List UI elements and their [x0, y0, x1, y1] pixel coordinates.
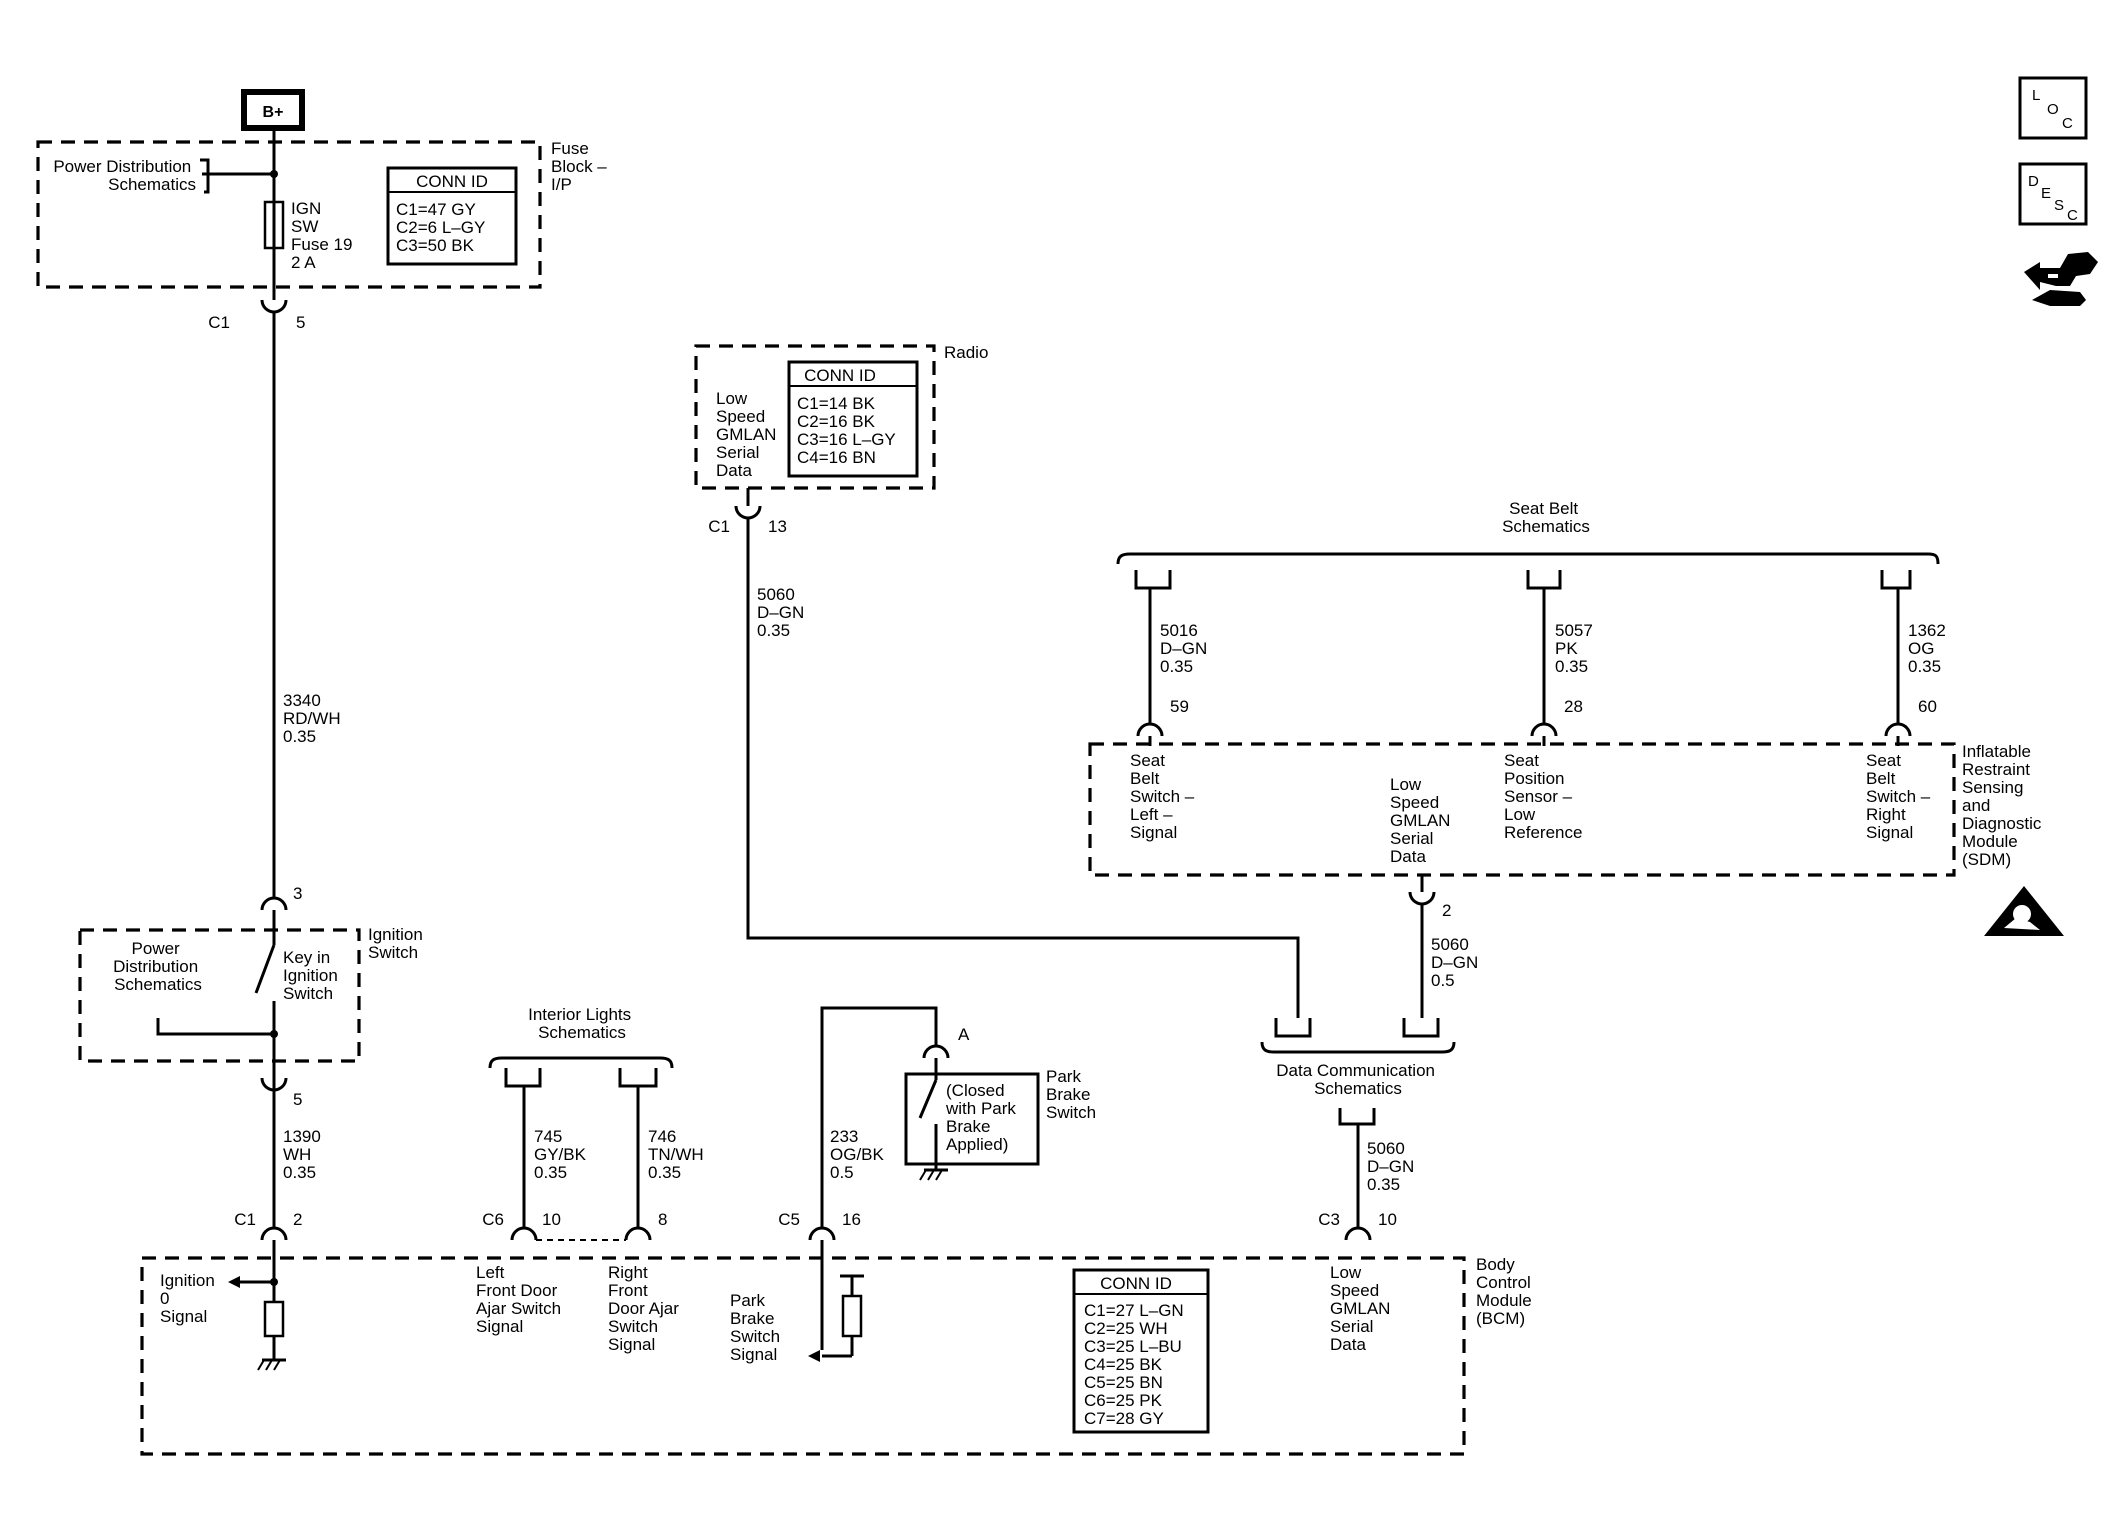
svg-text:E: E: [2041, 185, 2051, 202]
ignition-switch-name: Ignition Switch: [368, 925, 428, 962]
desc-icon[interactable]: D E S C: [2018, 162, 2088, 226]
svg-text:16: 16: [842, 1210, 861, 1229]
sdm-name: Inflatable Restraint Sensing and Diagnos…: [1962, 742, 2046, 869]
seat-belt-ref[interactable]: Seat Belt Schematics: [1116, 499, 1940, 590]
wire-5060-radio-label: 5060 D–GN 0.35: [757, 585, 809, 640]
wire-746-label: 746 TN/WH 0.35: [648, 1127, 708, 1182]
battery-terminal: B+: [241, 89, 305, 131]
ignition-switch-pin-out: 5: [293, 1090, 302, 1109]
bcm-ignition-label: Ignition 0 Signal: [160, 1271, 220, 1326]
wire-5060-sdm-label: 5060 D–GN 0.5: [1431, 935, 1483, 990]
svg-text:59: 59: [1170, 697, 1189, 716]
svg-text:CONN ID: CONN ID: [804, 366, 876, 385]
svg-text:B+: B+: [263, 104, 284, 121]
sdm-right-signal: Seat Belt Switch – Right Signal: [1866, 751, 1935, 842]
interior-lights-ref[interactable]: Interior Lights Schematics: [488, 1005, 674, 1088]
wire-745-label: 745 GY/BK 0.35: [534, 1127, 591, 1182]
bcm-right-door-label: Right Front Door Ajar Switch Signal: [608, 1263, 684, 1354]
svg-text:C1: C1: [708, 517, 730, 536]
fuse-block-ref[interactable]: Power Distribution Schematics: [53, 157, 196, 194]
svg-text:C3: C3: [1318, 1210, 1340, 1229]
bcm-module: Body Control Module (BCM) Ignition 0 Sig…: [140, 1240, 1537, 1456]
bcm-left-door-label: Left Front Door Ajar Switch Signal: [476, 1263, 566, 1336]
sdm-left-signal: Seat Belt Switch – Left – Signal: [1130, 751, 1199, 842]
svg-text:60: 60: [1918, 697, 1937, 716]
wire-5060-bcm-label: 5060 D–GN 0.35: [1367, 1139, 1419, 1194]
fuse-out-conn: C1: [208, 313, 230, 332]
park-brake-name: Park Brake Switch: [1046, 1067, 1096, 1122]
bcm-gmlan-label: Low Speed GMLAN Serial Data: [1330, 1263, 1395, 1354]
ignition-switch: Ignition Switch Power Distribution Schem…: [78, 910, 428, 1090]
svg-text:2: 2: [1442, 901, 1451, 920]
radio: Radio Low Speed GMLAN Serial Data CONN I…: [694, 343, 988, 536]
data-comm-ref[interactable]: Data Communication Schematics: [1260, 1018, 1456, 1126]
svg-text:Seat Belt Schematics: Seat Belt Schematics: [1502, 499, 1590, 536]
svg-text:S: S: [2054, 197, 2064, 214]
svg-text:C5: C5: [778, 1210, 800, 1229]
radio-conn-id: CONN ID C1=14 BK C2=16 BK C3=16 L–GY C4=…: [787, 360, 919, 478]
svg-text:CONN ID: CONN ID: [416, 172, 488, 191]
sdm-module: 59 28 60 Inflatable Restraint Sensing an…: [1088, 697, 2046, 877]
fuse-block-conn-id: CONN ID C1=47 GY C2=6 L–GY C3=50 BK: [386, 166, 518, 266]
svg-text:10: 10: [542, 1210, 561, 1229]
svg-text:13: 13: [768, 517, 787, 536]
svg-text:C: C: [2062, 115, 2073, 132]
park-brake-switch: A (Closed with Park Brake Applied) Park …: [820, 1006, 1096, 1228]
svg-text:D: D: [2028, 173, 2039, 190]
radio-signal-label: Low Speed GMLAN Serial Data: [716, 389, 781, 480]
sdm-position-label: Seat Position Sensor – Low Reference: [1504, 751, 1582, 842]
wire-233-label: 233 OG/BK 0.5: [830, 1127, 889, 1182]
wire-3340-label: 3340 RD/WH 0.35: [283, 691, 345, 746]
svg-text:L: L: [2032, 87, 2040, 104]
wire-5057-label: 5057 PK 0.35: [1555, 621, 1598, 676]
park-brake-note: (Closed with Park Brake Applied): [945, 1081, 1021, 1154]
bcm-name: Body Control Module (BCM): [1476, 1255, 1537, 1328]
wire-1390-label: 1390 WH 0.35: [283, 1127, 326, 1182]
svg-text:Data Communication Schem: Data Communication Schematics: [1276, 1061, 1439, 1098]
bcm-conn-id: CONN ID C1=27 L–GN C2=25 WH C3=25 L–BU C…: [1072, 1268, 1210, 1434]
svg-text:8: 8: [658, 1210, 667, 1229]
svg-text:O: O: [2047, 101, 2059, 118]
svg-text:C1=47 GY C2=6 L–GY: C1=47 GY C2=6 L–GY C3=50 BK: [396, 200, 490, 255]
svg-text:28: 28: [1564, 697, 1583, 716]
ignition-switch-contact: Key in Ignition Switch: [283, 948, 343, 1003]
sdm-gmlan-label: Low Speed GMLAN Serial Data: [1390, 775, 1455, 866]
svg-text:C1: C1: [234, 1210, 256, 1229]
radio-name: Radio: [944, 343, 988, 362]
svg-text:Interior Lights Schemati: Interior Lights Schematics: [528, 1005, 636, 1042]
fuse-block: Fuse Block – I/P Power Distribution Sche…: [36, 139, 611, 332]
bcm-park-brake-label: Park Brake Switch Signal: [730, 1291, 785, 1364]
fuse-block-name: Fuse Block – I/P: [551, 139, 611, 194]
wire-5016-label: 5016 D–GN 0.35: [1160, 621, 1212, 676]
loc-icon[interactable]: L O C: [2018, 76, 2088, 140]
svg-text:C1=27 L–GN C2=25 WH: C1=27 L–GN C2=25 WH C3=25 L–BU C4=25 BK …: [1084, 1301, 1188, 1428]
sdm-warning-icon[interactable]: [1984, 886, 2064, 936]
connector-view-icon[interactable]: [2024, 252, 2098, 306]
ignition-switch-ref[interactable]: Power Distribution Schematics: [113, 939, 203, 994]
svg-text:2: 2: [293, 1210, 302, 1229]
fuse-out-pin: 5: [296, 313, 305, 332]
wire-1362-label: 1362 OG 0.35: [1908, 621, 1951, 676]
svg-text:10: 10: [1378, 1210, 1397, 1229]
svg-text:C: C: [2067, 207, 2078, 224]
ignition-switch-pin-in: 3: [293, 884, 302, 903]
svg-text:C1=14 BK C2=16 BK: C1=14 BK C2=16 BK C3=16 L–GY C4=16 BN: [797, 394, 900, 467]
svg-text:CONN ID: CONN ID: [1100, 1274, 1172, 1293]
fuse-19-label: IGN SW Fuse 19 2 A: [291, 199, 357, 272]
svg-text:C6: C6: [482, 1210, 504, 1229]
svg-text:A: A: [958, 1025, 970, 1044]
